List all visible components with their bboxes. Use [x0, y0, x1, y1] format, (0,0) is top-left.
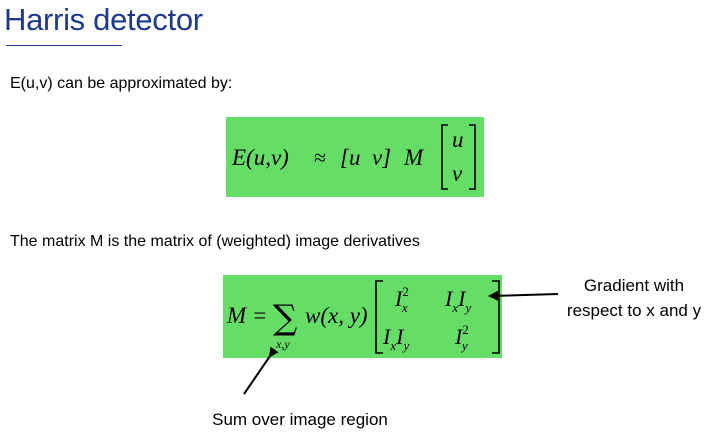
eq1-col-top: u [452, 127, 464, 152]
m12-b-sub: y [463, 300, 471, 315]
m11-sub: x [401, 300, 408, 315]
title-underline [6, 45, 122, 46]
m12-a: I [444, 286, 454, 311]
eq1-right-bracket [469, 124, 476, 190]
eq2-sum-subscript: x,y [275, 337, 290, 351]
m21: IxIy [382, 324, 409, 353]
matrix-description-text: The matrix M is the matrix of (weighted)… [10, 233, 420, 250]
eq1-left-bracket [441, 124, 448, 190]
m12-a-sub: x [451, 300, 458, 315]
gradient-annotation-line1: Gradient with [583, 276, 685, 295]
m21-b-sub: y [401, 338, 409, 353]
m11-sup: 2 [402, 284, 409, 299]
eq1-approx: ≈ [314, 145, 326, 170]
eq2-sum-symbol: ∑ [273, 298, 297, 338]
sum-arrow [243, 346, 279, 395]
m22-base: I [454, 324, 464, 349]
eq2-lhs: M = [226, 303, 267, 328]
gradient-arrow [488, 290, 559, 301]
eq2-right-bracket [492, 280, 500, 354]
eq1-lhs: E(u,v) [231, 145, 289, 170]
eq2-left-bracket [375, 280, 383, 354]
m21-a: I [382, 324, 392, 349]
equation-approximation: E(u,v) ≈ [u v] M u v [226, 117, 484, 197]
eq2-weight: w(x, y) [305, 303, 368, 328]
gradient-annotation-line2: respect to x and y [566, 300, 702, 320]
intro-text: E(u,v) can be approximated by: [10, 75, 233, 92]
gradient-annotation: Gradient with respect to x and y [546, 274, 722, 323]
eq1-col-bottom: v [452, 161, 463, 186]
m22-sub: y [460, 338, 468, 353]
m22-sup: 2 [462, 322, 469, 337]
m21-b: I [395, 324, 405, 349]
m21-a-sub: x [389, 338, 396, 353]
eq1-row-vector: [u v] [340, 145, 391, 170]
m12-b: I [457, 286, 467, 311]
m11-base: I [394, 286, 404, 311]
eq1-matrix: M [403, 145, 425, 170]
slide-title: Harris detector [4, 2, 203, 37]
m12: IxIy [444, 286, 471, 315]
sum-annotation: Sum over image region [212, 410, 388, 429]
